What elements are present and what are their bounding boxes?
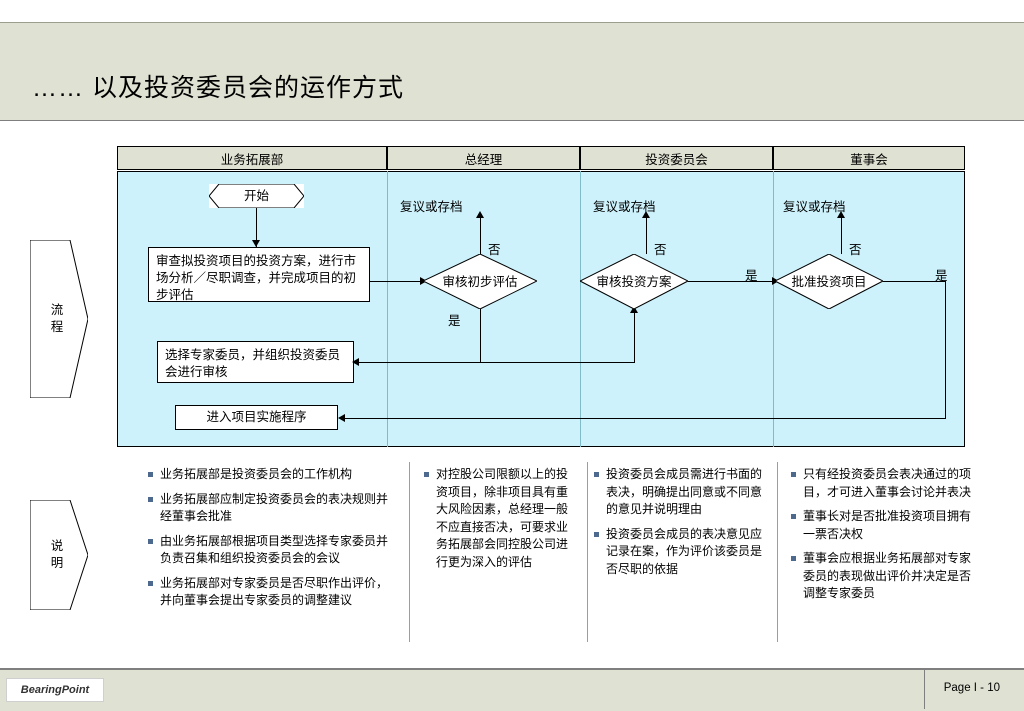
label-ic-no: 否 (654, 243, 667, 257)
arrowhead-board-no-up (837, 211, 845, 218)
flow-decision-ic: 审核投资方案 (580, 254, 688, 309)
notes-column-4: 只有经投资委员会表决通过的项目，才可进入董事会讨论并表决 董事长对是否批准投资项… (791, 466, 971, 610)
flow-decision-ic-label: 审核投资方案 (596, 274, 672, 289)
lane-divider-3 (773, 171, 774, 447)
connector-ic-down (634, 309, 635, 362)
flow-decision-board-label: 批准投资项目 (791, 274, 867, 289)
notes-column-2: 对控股公司限额以上的投资项目，除非项目具有重大风险因素，总经理一般不应直接否决，… (424, 466, 572, 578)
connector-board-no-up (841, 214, 842, 254)
note-item: 业务拓展部应制定投资委员会的表决规则并经董事会批准 (148, 491, 398, 526)
label-gm-yes: 是 (448, 314, 461, 328)
flow-decision-board: 批准投资项目 (775, 254, 883, 309)
note-item: 投资委员会成员需进行书面的表决，明确提出同意或不同意的意见并说明理由 (594, 466, 762, 519)
note-item: 董事会应根据业务拓展部对专家委员的表现做出评价并决定是否调整专家委员 (791, 550, 971, 603)
side-tab-notes: 说明 (29, 499, 89, 611)
flow-start-label: 开始 (243, 189, 269, 203)
flow-start-hexagon: 开始 (209, 184, 304, 208)
lane-divider-2 (580, 171, 581, 447)
bearingpoint-logo-text: BearingPoint (20, 684, 90, 696)
side-tab-notes-label: 说明 (50, 539, 64, 570)
arrowhead-gm-yes-left (352, 358, 359, 366)
label-board-archive: 复议或存档 (783, 200, 846, 214)
connector-review-to-gm (370, 281, 423, 282)
bearingpoint-logo: BearingPoint (6, 678, 104, 702)
connector-gm-no-up (480, 214, 481, 254)
arrowhead-expert-to-ic (630, 306, 638, 313)
side-tab-process: 流程 (29, 239, 89, 399)
arrowhead-gm-no-up (476, 211, 484, 218)
lane-header-board: 董事会 (773, 146, 965, 170)
notes-divider-1 (409, 462, 410, 642)
note-item: 董事长对是否批准投资项目拥有一票否决权 (791, 508, 971, 543)
page-title: …… 以及投资委员会的运作方式 (32, 74, 404, 102)
connector-expert-to-ic (480, 362, 635, 363)
lane-header-general-manager: 总经理 (387, 146, 580, 170)
note-item: 业务拓展部是投资委员会的工作机构 (148, 466, 398, 484)
note-item: 业务拓展部对专家委员是否尽职作出评价，并向董事会提出专家委员的调整建议 (148, 575, 398, 610)
flow-decision-gm: 审核初步评估 (423, 254, 537, 309)
flow-box-enter-process: 进入项目实施程序 (175, 405, 338, 430)
side-tab-process-label: 流程 (50, 303, 64, 334)
flow-decision-gm-label: 审核初步评估 (442, 274, 518, 289)
lane-header-business-dev: 业务拓展部 (117, 146, 387, 170)
arrowhead-ic-no-up (642, 211, 650, 218)
note-item: 投资委员会成员的表决意见应记录在案，作为评价该委员是否尽职的依据 (594, 526, 762, 579)
arrowhead-start-to-review (252, 240, 260, 247)
header-divider (0, 22, 1024, 23)
connector-board-yes-left (341, 418, 946, 419)
label-ic-yes: 是 (745, 269, 758, 283)
label-board-yes: 是 (935, 269, 948, 283)
flow-box-review-plan: 审查拟投资项目的投资方案，进行市场分析／尽职调查，并完成项目的初步评估 (148, 247, 370, 302)
page-number: Page I - 10 (943, 682, 1000, 694)
connector-start-to-review (256, 208, 257, 247)
footer-divider (924, 668, 925, 709)
connector-board-yes-down (945, 281, 946, 418)
connector-board-yes-right (883, 281, 945, 282)
connector-gm-yes-left (355, 362, 481, 363)
flow-box-select-expert: 选择专家委员，并组织投资委员会进行审核 (157, 341, 354, 383)
arrowhead-board-yes-to-process (338, 414, 345, 422)
connector-gm-yes-down (480, 309, 481, 362)
label-ic-archive: 复议或存档 (593, 200, 656, 214)
header-band: …… 以及投资委员会的运作方式 (0, 0, 1024, 121)
label-board-no: 否 (849, 243, 862, 257)
lane-divider-1 (387, 171, 388, 447)
notes-column-3: 投资委员会成员需进行书面的表决，明确提出同意或不同意的意见并说明理由 投资委员会… (594, 466, 762, 585)
label-gm-archive: 复议或存档 (400, 200, 463, 214)
flow-diagram-body (117, 171, 965, 447)
notes-divider-2 (587, 462, 588, 642)
note-item: 对控股公司限额以上的投资项目，除非项目具有重大风险因素，总经理一般不应直接否决，… (424, 466, 572, 571)
connector-ic-to-board (688, 281, 774, 282)
note-item: 由业务拓展部根据项目类型选择专家委员并负责召集和组织投资委员会的会议 (148, 533, 398, 568)
connector-ic-no-up (646, 214, 647, 254)
note-item: 只有经投资委员会表决通过的项目，才可进入董事会讨论并表决 (791, 466, 971, 501)
notes-column-1: 业务拓展部是投资委员会的工作机构 业务拓展部应制定投资委员会的表决规则并经董事会… (148, 466, 398, 617)
footer-band (0, 668, 1024, 711)
notes-divider-3 (777, 462, 778, 642)
lane-header-investment-committee: 投资委员会 (580, 146, 773, 170)
label-gm-no: 否 (488, 243, 501, 257)
